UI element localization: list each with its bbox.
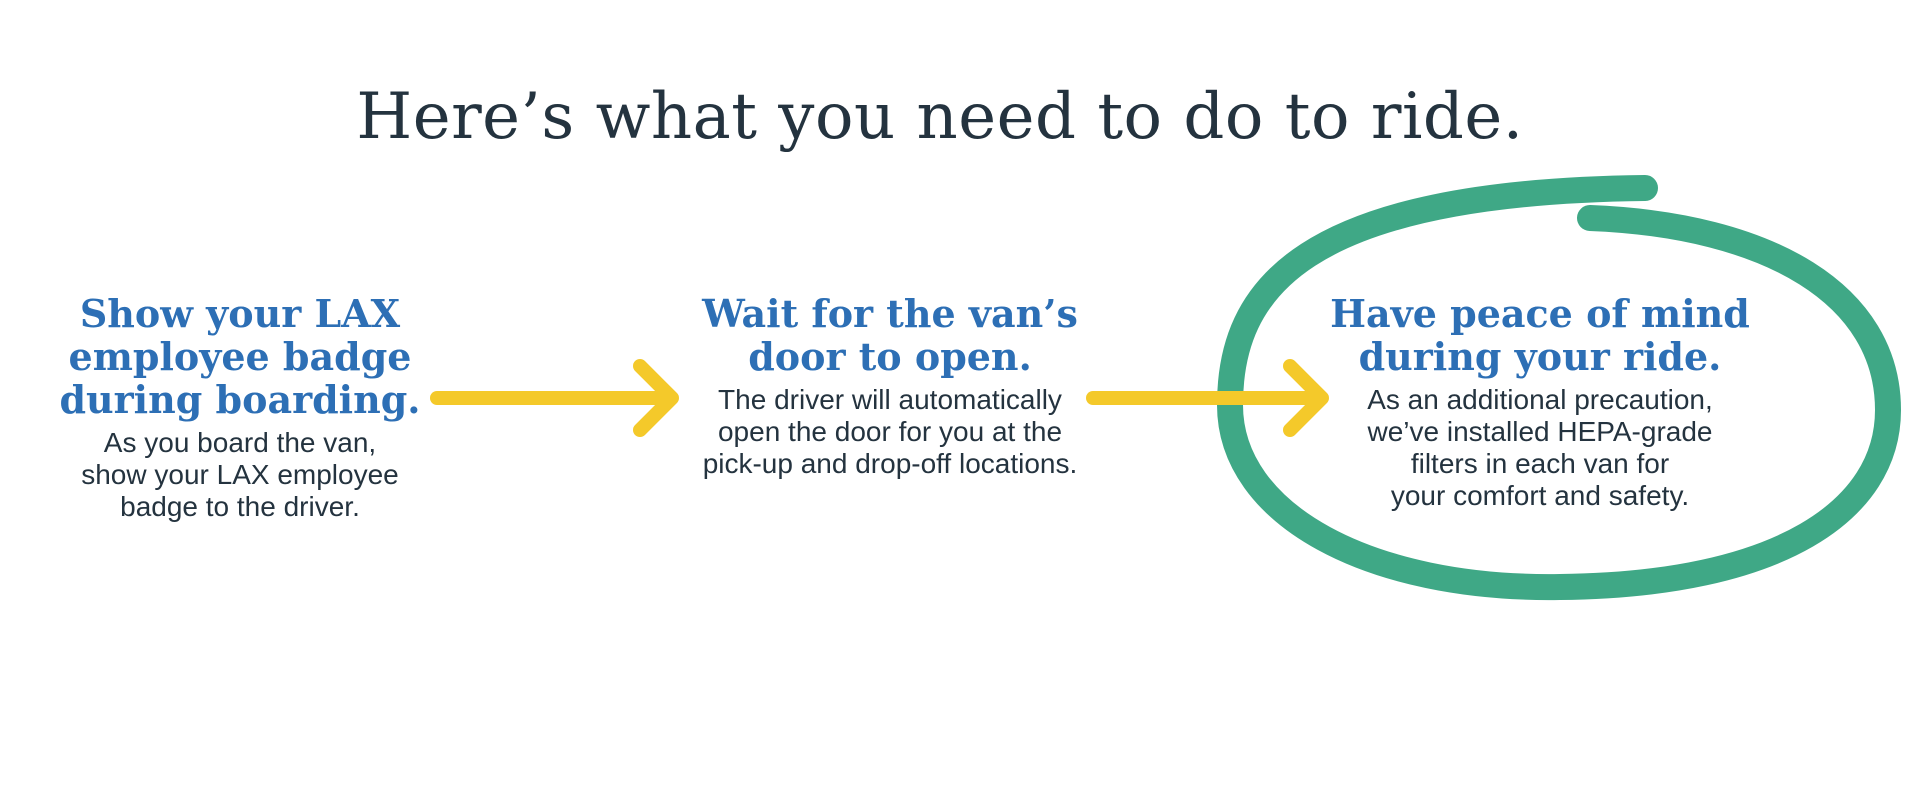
step-peace-of-mind: Have peace of mind during your ride. As …	[1300, 292, 1780, 512]
step-heading: Wait for the van’s door to open.	[702, 291, 1078, 379]
step-description: As you board the van, show your LAX empl…	[81, 427, 399, 522]
page-title: Here’s what you need to do to ride.	[356, 80, 1524, 154]
step-wait-for-door: Wait for the van’s door to open. The dri…	[670, 292, 1110, 480]
step-heading: Have peace of mind during your ride.	[1330, 291, 1750, 379]
right-arrow-icon	[1086, 359, 1329, 437]
green-circle-highlight-icon	[1216, 175, 1902, 601]
step-description: As an additional precaution, we’ve insta…	[1367, 384, 1713, 511]
step-description: The driver will automatically open the d…	[702, 384, 1078, 479]
step-show-badge: Show your LAX employee badge during boar…	[40, 292, 440, 523]
right-arrow-icon	[430, 359, 679, 437]
step-heading: Show your LAX employee badge during boar…	[59, 291, 421, 422]
